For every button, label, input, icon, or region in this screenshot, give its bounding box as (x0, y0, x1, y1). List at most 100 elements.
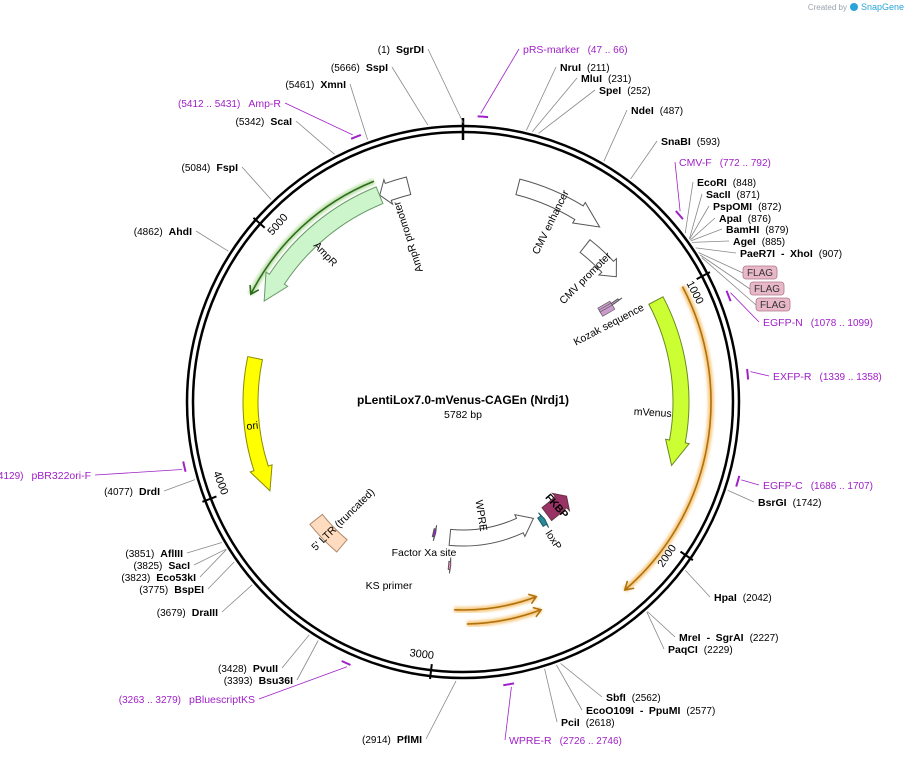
site-leader-apai (690, 217, 716, 241)
site-leader-scai (295, 120, 335, 155)
site-pvuii[interactable]: PvuII(3428) (218, 634, 310, 675)
site-leader-afliii (186, 542, 223, 554)
primer-range-wpre-r: (2726 .. 2746) (560, 736, 622, 747)
site-bspei[interactable]: BspEI(3775) (139, 561, 235, 596)
flag-box-1 (742, 265, 778, 280)
site-sspi[interactable]: SspI(5666) (331, 62, 429, 126)
site-ndei[interactable]: NdeI(487) (603, 105, 683, 162)
flag-leader-2 (699, 254, 751, 290)
primer-name-egfp-c: EGFP-C (763, 480, 803, 492)
site-sbfi[interactable]: SbfI(2562) (560, 663, 661, 704)
primer-egfp-n[interactable]: EGFP-N(1078 .. 1099) (725, 290, 873, 329)
site-dash-paer7i: - (781, 248, 785, 260)
primer-exfp-r[interactable]: EXFP-R(1339 .. 1358) (746, 368, 882, 383)
site-ecori[interactable]: EcoRI(848) (684, 177, 756, 234)
feature-fkbp: FKBP (541, 492, 570, 522)
site-sgrdi[interactable]: SgrDI(1) (378, 44, 464, 124)
site-name-pcii: PciI (561, 717, 580, 729)
site-apai[interactable]: ApaI(876) (690, 213, 771, 241)
site-num-mrei: (2227) (750, 633, 779, 644)
site-hpai[interactable]: HpaI(2042) (685, 570, 772, 604)
primer-amp-r[interactable]: Amp-R(5412 .. 5431) (178, 98, 362, 140)
site-leader-pflmi (425, 680, 457, 740)
primer-mark-prs-marker (477, 115, 489, 119)
feature-wpre: WPRE (448, 499, 535, 547)
site-sacii[interactable]: SacII(871) (689, 189, 760, 240)
site-num-bspei: (3775) (139, 585, 168, 596)
site-paer7i[interactable]: PaeR7I-XhoI(907) (695, 247, 843, 260)
site-eco53ki[interactable]: Eco53kI(3823) (121, 549, 227, 584)
site-name-agei: AgeI (733, 236, 756, 248)
primer-mark-pbluescriptks (341, 660, 351, 666)
primer-name-wpre-r: WPRE-R (509, 735, 552, 747)
site-leader-nrui (526, 66, 557, 131)
site-mlui[interactable]: MluI(231) (531, 73, 631, 132)
site-leader-ahdi (195, 230, 229, 252)
site-mrei[interactable]: MreI-SgrAI(2227) (647, 611, 779, 645)
site-leader-sgrdi (427, 48, 464, 124)
tick-mark-2000 (679, 550, 694, 561)
orf-venus-fkbp (622, 285, 714, 593)
primer-pbluescriptks[interactable]: pBluescriptKS(3263 .. 3279) (119, 660, 351, 706)
site-agei[interactable]: AgeI (885) (691, 236, 785, 248)
primer-leader-egfp-n (730, 292, 760, 323)
primer-egfp-c[interactable]: EGFP-C(1686 .. 1707) (735, 475, 873, 492)
site-num-ecori: (848) (733, 178, 756, 189)
site-pspomi[interactable]: PspOMI(872) (689, 201, 782, 240)
tick-mark-5000 (252, 217, 266, 229)
site-nrui[interactable]: NruI(211) (526, 62, 610, 131)
primer-leader-pbluescriptks (258, 666, 348, 700)
primer-pbr322ori-f[interactable]: pBR322ori-F(4110 .. 4129) (0, 461, 187, 482)
site-leader-fspi (241, 166, 272, 200)
feature-ori: ori (242, 355, 273, 492)
primer-name-amp-r: Amp-R (248, 98, 281, 110)
site-bsrgi[interactable]: BsrGI(1742) (727, 489, 822, 509)
site-scai[interactable]: ScaI(5342) (235, 116, 335, 155)
site-ecoo109i[interactable]: EcoO109I-PpuMI(2577) (556, 664, 715, 717)
site-spei[interactable]: SpeI(252) (538, 85, 651, 134)
site-num-agei: (885) (762, 237, 785, 248)
site-leader-ecori (684, 181, 694, 234)
feature-label-factor-xa-site: Factor Xa site (392, 547, 457, 559)
site-leader-bspei (207, 561, 235, 590)
site-name-sspi: SspI (366, 62, 388, 74)
site-ahdi[interactable]: AhdI(4862) (134, 226, 229, 252)
site-num-fspi: (5084) (181, 163, 210, 174)
site-pcii[interactable]: PciI(2618) (544, 668, 615, 729)
feature-ampr-promoter: AmpR promoter (379, 176, 426, 274)
site-name-sacii: SacII (706, 189, 731, 201)
site-snabi[interactable]: SnaBI(593) (630, 136, 721, 180)
primer-prs-marker[interactable]: pRS-marker(47 .. 66) (477, 44, 628, 119)
site-paqci[interactable]: PaqCI(2229) (646, 611, 733, 656)
primer-mark-amp-r (350, 133, 362, 140)
primer-leader-prs-marker (480, 48, 520, 114)
snapgene-credit: Created by SnapGene (808, 2, 904, 12)
site-afliii[interactable]: AflIII(3851) (125, 542, 223, 561)
flag-label-1: FLAG (747, 268, 773, 279)
site-bamhi[interactable]: BamHI(879) (690, 224, 789, 242)
site-pflmi[interactable]: PflMI(2914) (362, 680, 457, 746)
feature-label-ks-primer: KS primer (366, 580, 413, 592)
feature-label-ori: ori (246, 420, 259, 433)
feature-cmv-promoter: CMV promoter (557, 239, 617, 307)
site-drdi[interactable]: DrdI(4077) (104, 479, 196, 498)
site-num-bsu36i: (3393) (224, 676, 253, 687)
primer-wpre-r[interactable]: WPRE-R (2726 .. 2746) (503, 682, 622, 747)
primer-cmv-f[interactable]: CMV-F(772 .. 792) (674, 157, 771, 220)
feature-label-ampr-promoter: AmpR promoter (391, 199, 426, 274)
site-saci[interactable]: SacI(3825) (133, 548, 227, 572)
site-dash-mrei: - (707, 632, 711, 644)
site-name2-mrei: SgrAI (716, 632, 744, 644)
site-leader-hpai (685, 570, 711, 598)
site-leader-paer7i (695, 247, 737, 254)
site-bsu36i[interactable]: Bsu36I(3393) (224, 640, 319, 688)
primer-range-egfp-n: (1078 .. 1099) (811, 318, 873, 329)
site-fspi[interactable]: FspI(5084) (181, 162, 272, 200)
feature-label-loxp: loxP (543, 528, 564, 552)
primer-name-pbluescriptks: pBluescriptKS (189, 694, 255, 706)
flag-tag-1[interactable]: FLAG (597, 252, 778, 313)
site-name-ndei: NdeI (631, 105, 654, 117)
site-draiii[interactable]: DraIII(3679) (157, 584, 253, 619)
site-xmni[interactable]: XmnI(5461) (285, 79, 368, 140)
flag-tag-3[interactable]: FLAG (599, 257, 791, 317)
